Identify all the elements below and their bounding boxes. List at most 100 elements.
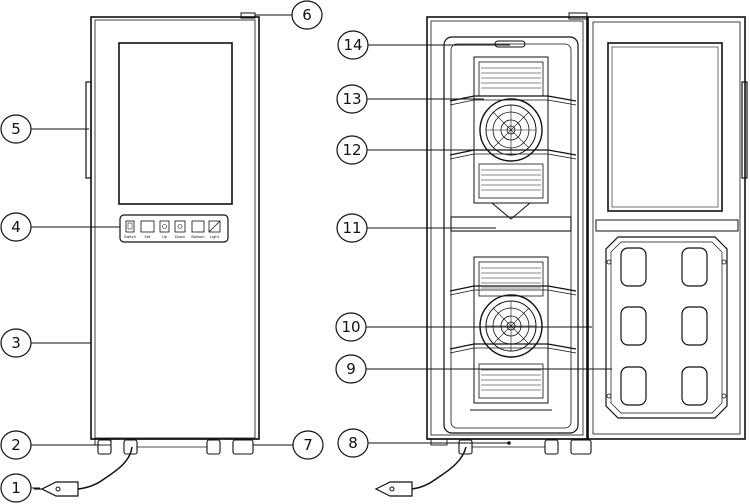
light-label: Light <box>210 235 220 239</box>
bottle-rest-2 <box>681 247 708 287</box>
callout-6: 6 <box>291 0 323 30</box>
foot-left <box>97 439 112 455</box>
callout-ring <box>335 312 367 342</box>
callout-number: 4 <box>11 218 21 236</box>
shelf-3-edge <box>449 289 577 296</box>
door-bin-panel <box>605 236 728 419</box>
interior-liner <box>443 36 579 434</box>
plug-pin <box>389 486 395 492</box>
bottom-button <box>191 220 205 233</box>
interior-light <box>494 40 526 48</box>
callout-13: 13 <box>336 84 368 114</box>
light-button-slash <box>208 220 221 233</box>
callout-7: 7 <box>292 430 324 460</box>
callout-number: 1 <box>11 479 21 497</box>
door-top-hinge <box>568 12 588 20</box>
up-button <box>159 220 170 233</box>
callout-ring <box>337 428 369 458</box>
callout-ring <box>0 212 32 242</box>
down-label: Down <box>175 235 185 239</box>
lower-heatsink-fins <box>481 267 541 391</box>
control-panel-buttons: Switch Set Up Down Bottom Light <box>124 220 221 239</box>
light-button <box>208 220 221 233</box>
upper-fan-ring <box>479 98 543 162</box>
upper-heatsink-fins <box>481 67 541 191</box>
upper-fan-housing <box>473 56 549 204</box>
lower-fan-ring <box>479 294 543 358</box>
door-gasket-bar <box>595 219 739 232</box>
shelf-2-edge <box>449 153 577 160</box>
callouts: 1 2 3 4 5 6 7 8 <box>0 0 612 503</box>
display-screen <box>140 220 155 233</box>
callout-number: 3 <box>11 334 21 352</box>
leader-8-dot <box>507 441 511 445</box>
control-panel <box>119 214 229 243</box>
callout-number: 13 <box>342 90 361 108</box>
lower-fan-housing <box>473 256 549 404</box>
power-plug <box>374 481 413 497</box>
bottle-rests <box>620 247 708 406</box>
callout-ring <box>0 430 32 460</box>
callout-2: 2 <box>0 430 32 460</box>
callout-ring <box>335 354 367 384</box>
callout-ring <box>0 114 32 144</box>
screw-tl <box>606 259 612 265</box>
door-inner-edge <box>592 21 741 435</box>
door-frame <box>94 19 256 439</box>
screw-br <box>721 393 727 399</box>
callout-number: 6 <box>302 6 312 24</box>
callout-4: 4 <box>0 212 32 242</box>
bottle-rest-3 <box>620 306 647 346</box>
callout-ring <box>0 328 32 358</box>
callout-ring <box>336 84 368 114</box>
right-cabinet <box>374 16 592 497</box>
callout-5: 5 <box>0 114 32 144</box>
upper-heatsink-bottom <box>478 163 544 199</box>
callout-8: 8 <box>337 428 369 458</box>
callout-number: 11 <box>342 219 361 237</box>
bottom-label: Bottom <box>191 235 205 239</box>
door-bin-panel-inner <box>610 241 723 414</box>
down-button-dot <box>177 224 183 229</box>
screw-tr <box>721 259 727 265</box>
callout-12: 12 <box>336 135 368 165</box>
callout-ring <box>336 135 368 165</box>
set-label: Set <box>145 235 151 239</box>
power-plug <box>40 481 79 497</box>
base-trim <box>430 438 448 446</box>
shelf-4 <box>449 343 577 350</box>
bottle-rest-4 <box>681 306 708 346</box>
plug-pin <box>55 486 61 492</box>
callout-number: 14 <box>343 36 362 54</box>
upper-heatsink-top <box>478 61 544 97</box>
leader-lines <box>30 14 612 489</box>
switch-label: Switch <box>124 235 136 239</box>
up-button-dot <box>162 224 167 229</box>
foot-hinge-side <box>570 439 592 455</box>
screw-bl <box>606 393 612 399</box>
callout-number: 9 <box>346 360 356 378</box>
callout-number: 12 <box>342 141 361 159</box>
callout-ring <box>337 30 369 60</box>
up-label: Up <box>162 235 168 239</box>
foot-right <box>544 439 559 455</box>
lower-heatsink-top <box>478 261 544 297</box>
callout-number: 2 <box>11 436 21 454</box>
callout-number: 8 <box>348 434 358 452</box>
callout-9: 9 <box>335 354 367 384</box>
power-cord <box>77 446 133 490</box>
callout-11: 11 <box>336 213 368 243</box>
switch-button-inner <box>127 222 133 230</box>
callout-3: 3 <box>0 328 32 358</box>
foot-right <box>232 439 254 455</box>
callout-number: 10 <box>341 318 360 336</box>
callout-ring <box>0 473 32 503</box>
shelf-4-edge <box>449 347 577 354</box>
power-cord <box>411 446 467 490</box>
interior-back <box>450 43 572 429</box>
open-door <box>568 12 748 440</box>
callout-ring <box>292 430 324 460</box>
callout-ring <box>291 0 323 30</box>
